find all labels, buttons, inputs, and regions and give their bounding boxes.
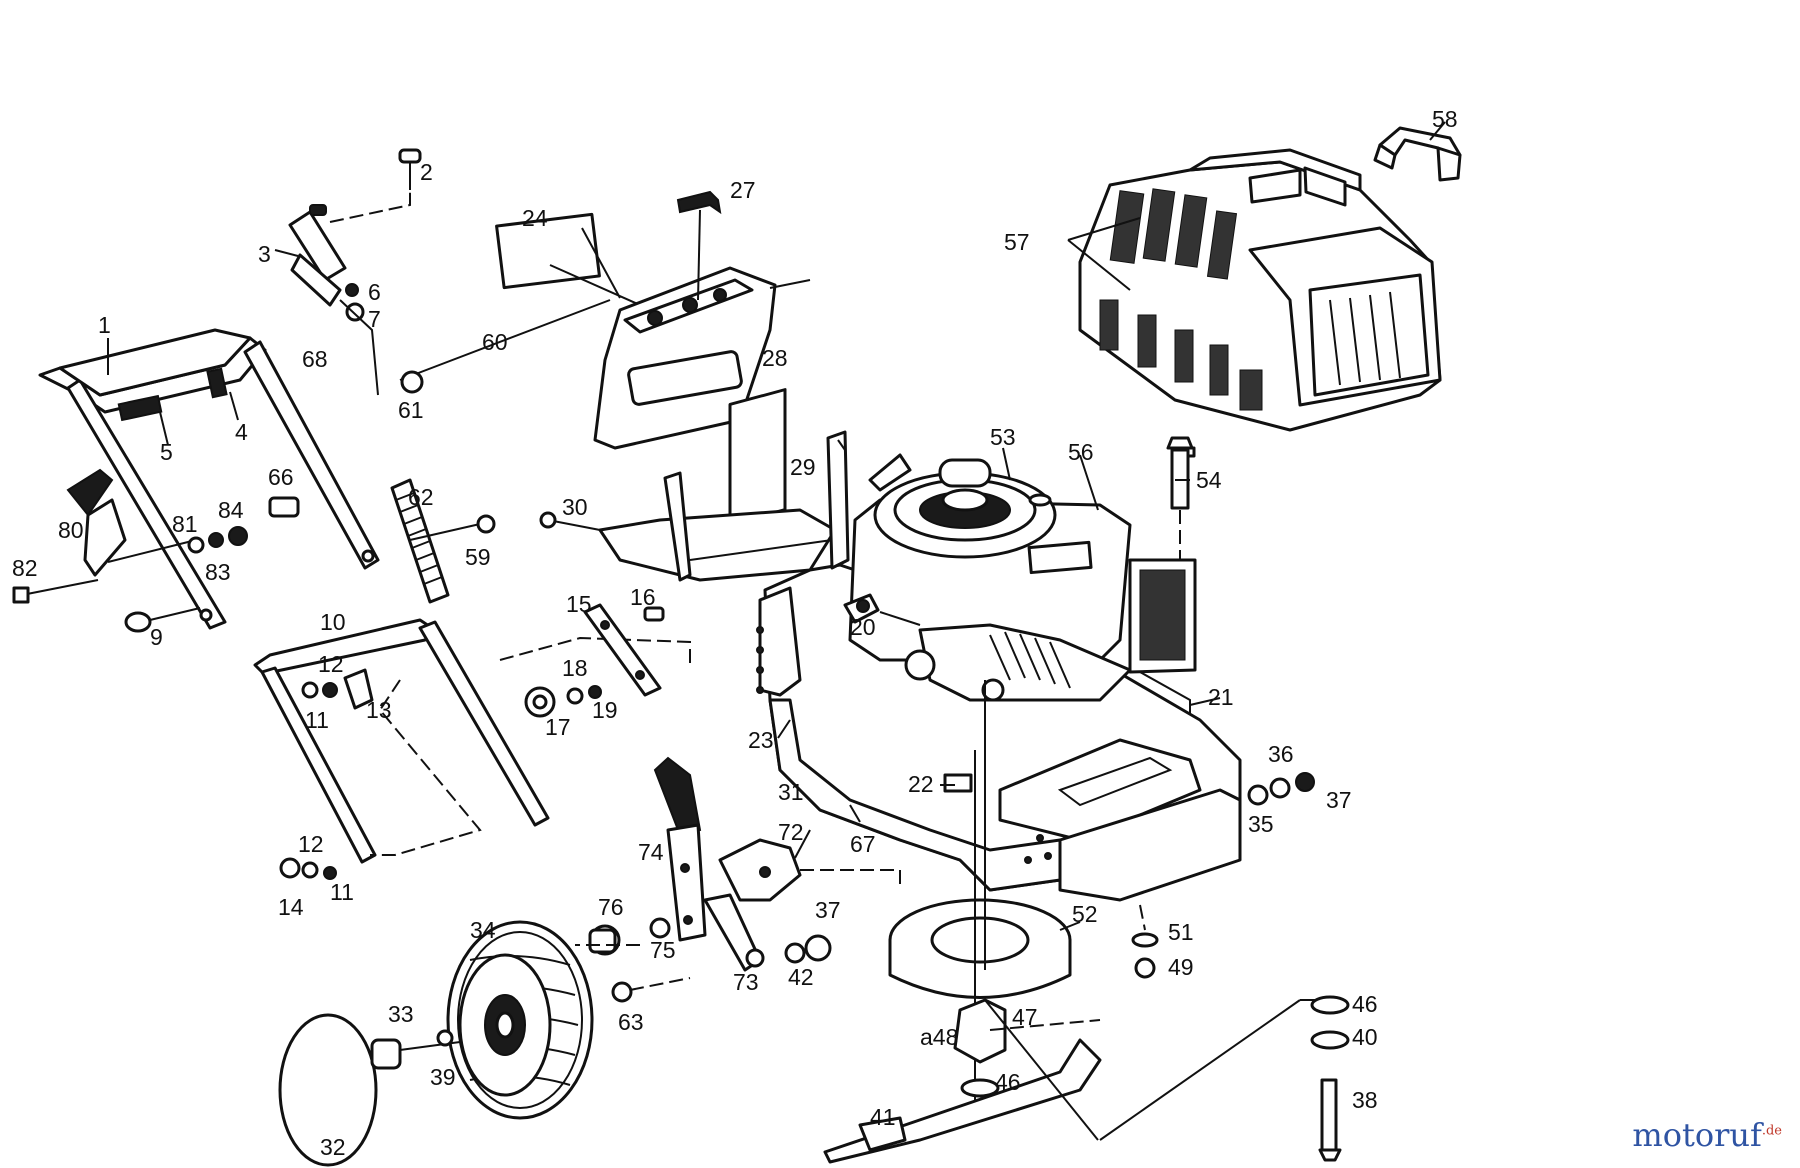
label-part-47: a48 [920,1024,958,1050]
label-part-6: 6 [368,279,381,305]
label-part-38: 38 [1352,1087,1378,1113]
label-part-37a: 37 [1326,787,1352,813]
label-part-9: 9 [150,624,163,650]
label-part-35: 35 [1248,811,1274,837]
label-part-29: 29 [790,454,816,480]
label-part-75: 75 [650,937,676,963]
upper-handle [38,328,380,630]
label-part-1: 1 [98,312,111,338]
part-number-labels: 1 2 3 4 5 6 7 68 24 27 28 60 61 58 57 66… [12,106,1458,1160]
label-part-22: 22 [908,771,934,797]
label-part-48: 47 [1012,1004,1038,1030]
label-part-49: 49 [1168,954,1194,980]
label-part-10: 10 [320,609,346,635]
label-part-67: 67 [850,831,876,857]
label-part-13: 13 [366,697,392,723]
label-part-66: 66 [268,464,294,490]
label-part-11a: 11 [305,707,329,733]
label-part-73: 73 [733,969,759,995]
label-part-82: 82 [12,555,38,581]
label-part-31: 31 [778,779,804,805]
label-part-84: 84 [218,497,244,523]
label-part-24: 24 [522,205,548,231]
baffle-plate [539,430,850,582]
label-part-60: 60 [482,329,508,355]
label-part-11b: 11 [330,879,354,905]
label-part-17: 17 [545,714,571,740]
label-part-4: 4 [235,419,248,445]
rear-linkage-parts [524,593,921,718]
label-part-51: 51 [1168,919,1194,945]
label-part-61: 61 [398,397,424,423]
engine [848,446,1197,715]
label-part-18: 18 [562,655,588,681]
watermark-suffix: .de [1761,1123,1782,1139]
label-part-3: 3 [258,241,271,267]
label-part-15: 15 [566,591,592,617]
label-part-21: 21 [1208,684,1234,710]
grass-collector [1078,126,1462,432]
label-part-30: 30 [562,494,588,520]
label-part-34: 34 [470,917,496,943]
front-axle-bracket [575,756,901,972]
label-part-19: 19 [592,697,618,723]
label-part-27: 27 [730,177,756,203]
label-part-12b: 12 [298,831,324,857]
label-part-72: 72 [778,819,804,845]
label-part-81: 81 [172,511,198,537]
label-part-62: 62 [408,484,434,510]
label-part-58: 58 [1432,106,1458,132]
label-part-83: 83 [205,559,231,585]
label-part-80: 80 [58,517,84,543]
label-part-20: 20 [850,614,876,640]
label-part-46b: 46 [1352,991,1378,1017]
leader-lines [107,121,1446,931]
wheel-assembly [278,920,691,1167]
label-part-46a: 46 [995,1069,1021,1095]
label-part-54: 54 [1196,467,1222,493]
label-part-39: 39 [430,1064,456,1090]
lower-handle [253,618,691,880]
label-part-23: 23 [748,727,774,753]
label-part-2: 2 [420,159,433,185]
label-part-41: 41 [870,1104,896,1130]
label-part-63: 63 [618,1009,644,1035]
label-part-53: 53 [990,424,1016,450]
label-part-42: 42 [788,964,814,990]
handle-switch-parts [12,468,300,633]
label-part-76: 76 [598,894,624,920]
label-part-40: 40 [1352,1024,1378,1050]
label-part-14: 14 [278,894,304,920]
label-part-7: 7 [368,306,381,332]
blade-assembly [823,680,1350,1164]
site-watermark-logo: motoruf.de [1632,1116,1782,1154]
label-part-59: 59 [465,544,491,570]
label-part-16: 16 [630,584,656,610]
label-part-52: 52 [1072,901,1098,927]
label-part-12a: 12 [318,651,344,677]
label-part-57: 57 [1004,229,1030,255]
label-part-28: 28 [762,345,788,371]
label-part-74: 74 [638,839,664,865]
label-part-68: 68 [302,346,328,372]
label-part-36: 36 [1268,741,1294,767]
label-part-33: 33 [388,1001,414,1027]
label-part-5: 5 [160,439,173,465]
label-part-56: 56 [1068,439,1094,465]
watermark-text: motoruf [1632,1116,1762,1154]
label-part-37b: 37 [815,897,841,923]
label-part-32: 32 [320,1134,346,1160]
height-adjust-bolt [390,478,496,604]
handle-clip-assembly [288,148,422,396]
